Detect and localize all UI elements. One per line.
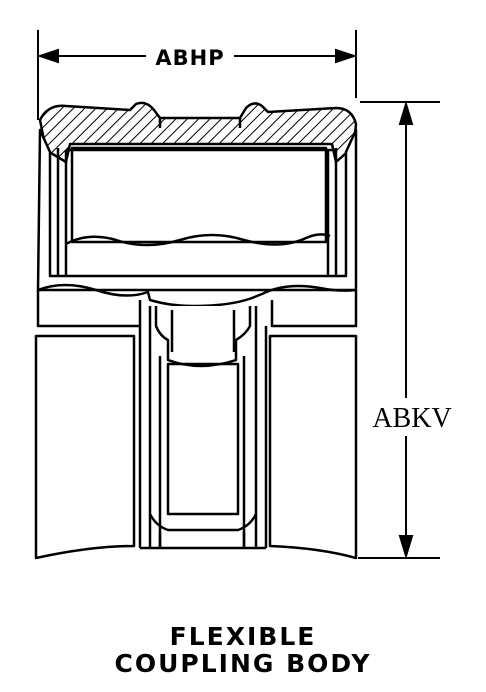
height-arrow-bottom — [398, 535, 414, 560]
width-dimension-label: ABHP — [155, 46, 224, 70]
bore-window — [166, 362, 240, 516]
width-dimension — [36, 30, 358, 120]
inner-cavity-outline — [56, 148, 338, 276]
bore-lower-flare — [148, 513, 258, 548]
caption-line-2: COUPLING BODY — [114, 649, 372, 678]
caption-line-1: FLEXIBLE — [169, 622, 317, 651]
lower-body-left — [34, 334, 136, 560]
hub-neck-inner — [170, 310, 236, 352]
central-bore — [138, 306, 268, 548]
hub-neck — [154, 306, 252, 368]
break-line-inner — [65, 233, 331, 247]
width-arrow-right — [335, 48, 358, 64]
height-dimension — [358, 100, 440, 560]
height-dimension-label: ABKV — [372, 403, 451, 434]
width-arrow-left — [36, 48, 59, 64]
inner-cavity — [70, 146, 328, 244]
coupling-body — [34, 101, 358, 560]
top-flange-hatched — [38, 101, 358, 164]
upper-shell — [36, 128, 358, 292]
mid-section — [36, 290, 358, 328]
lower-body-right — [268, 334, 358, 560]
height-arrow-top — [398, 100, 414, 125]
